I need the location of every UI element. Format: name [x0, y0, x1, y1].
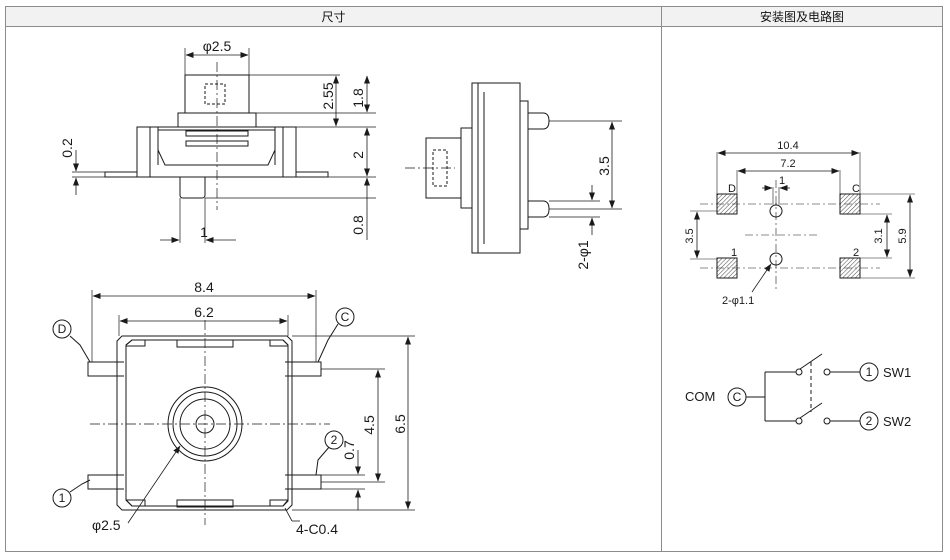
top-view — [69, 290, 415, 525]
top-view-labels: 8.4 6.2 6.5 4.5 0.7 φ2.5 4-C0.4 — [92, 279, 408, 537]
pin-label-c: C — [341, 310, 350, 324]
fp-hole-pitch: 1 — [779, 175, 785, 187]
dim-cap-diameter: φ2.5 — [203, 38, 232, 54]
side-view — [72, 48, 376, 243]
circuit-sw2-marker: 2 — [866, 414, 873, 428]
circuit-com-label: COM — [685, 389, 715, 404]
fp-left-pitch: 3.5 — [684, 228, 696, 243]
pcb-footprint — [690, 150, 915, 293]
dim-inner-width: 6.2 — [194, 304, 214, 320]
dim-post-diameter: 2-φ1 — [575, 240, 591, 270]
dim-pin-pitch: 4.5 — [361, 415, 377, 435]
dim-cap-diameter-top: φ2.5 — [92, 517, 121, 533]
fp-right-pitch: 5.9 — [897, 228, 909, 243]
pin-label-d: D — [58, 322, 67, 336]
fp-pad-2: 2 — [853, 247, 859, 259]
circuit-sw1-marker: 1 — [866, 365, 873, 379]
dim-cap-height-2: 1.8 — [350, 88, 366, 108]
dim-body-height: 2 — [350, 151, 366, 159]
fp-pad-c: C — [852, 183, 860, 195]
side-view-labels: φ2.5 2.55 1.8 2 0.8 0.2 1 — [59, 38, 366, 240]
pcb-footprint-labels: 10.4 7.2 1 3.5 3.1 5.9 2-φ1.1 D C 1 2 — [684, 140, 909, 307]
pin-label-1: 1 — [59, 491, 66, 505]
header-mounting-circuit: 安装图及电路图 — [661, 6, 943, 27]
dim-chamfer: 4-C0.4 — [296, 521, 338, 537]
fp-pad-d: D — [728, 183, 736, 195]
dim-total-width: 8.4 — [194, 279, 214, 295]
circuit-diagram — [746, 353, 860, 425]
top-view-pin-markers: D C 2 1 — [52, 307, 355, 508]
fp-mid-pitch: 3.1 — [873, 228, 885, 243]
mounting-panel — [661, 26, 943, 552]
fp-hole-diameter: 2-φ1.1 — [722, 295, 754, 307]
dim-post-width: 1 — [200, 224, 208, 240]
dim-body-height: 6.5 — [392, 414, 408, 434]
fp-inner-width: 7.2 — [780, 158, 795, 170]
dim-post-height: 0.8 — [350, 215, 366, 235]
dim-cap-height: 2.55 — [320, 82, 336, 109]
dim-lead-thickness: 0.2 — [59, 138, 75, 158]
fp-pad-1: 1 — [731, 247, 737, 259]
dim-post-pitch: 3.5 — [596, 156, 612, 176]
pin-label-2: 2 — [331, 433, 338, 447]
circuit-sw2-label: SW2 — [883, 414, 911, 429]
circuit-labels: COM C 1 SW1 2 SW2 — [685, 362, 911, 431]
end-view-labels: 3.5 2-φ1 — [575, 156, 612, 270]
end-view — [405, 82, 622, 254]
circuit-com-marker: C — [733, 390, 742, 404]
circuit-sw1-label: SW1 — [883, 365, 911, 380]
dim-pin-width: 0.7 — [341, 440, 357, 460]
fp-total-width: 10.4 — [777, 140, 798, 152]
